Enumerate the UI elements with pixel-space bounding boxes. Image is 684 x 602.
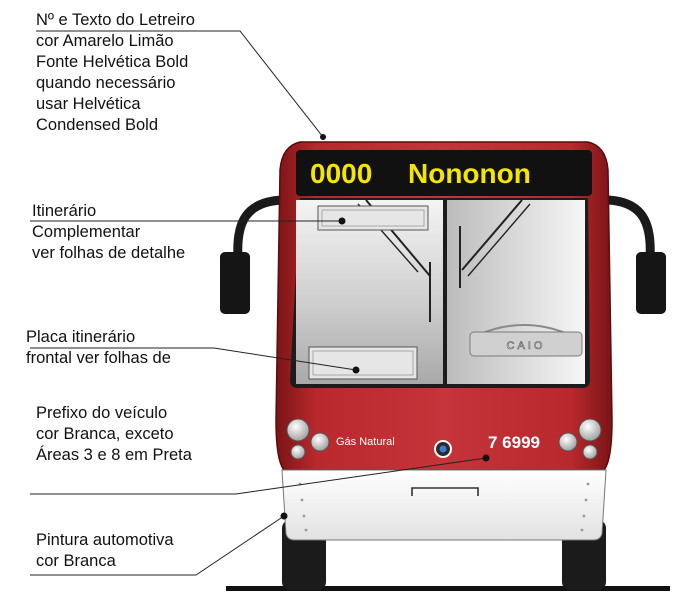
annotation-line: cor Branca xyxy=(36,552,116,570)
destination-text: Nononon xyxy=(408,158,531,189)
leader-paint xyxy=(30,515,285,576)
annotation-line: Pintura automotiva xyxy=(36,531,174,549)
left-mirror-arm xyxy=(233,195,287,263)
annotation-line: cor Branca, exceto xyxy=(36,425,174,443)
right-wiper xyxy=(461,199,523,271)
dashboard-console xyxy=(469,331,583,357)
bumper-rivets xyxy=(298,482,590,532)
annotation-line: Complementar xyxy=(32,223,141,241)
annotation-line: Itinerário xyxy=(32,202,97,220)
annotation-sign-spec: Nº e Texto do Letreiro cor Amarelo Limão… xyxy=(36,10,195,136)
annotation-line: quando necessário xyxy=(36,74,176,92)
fuel-label: Gás Natural xyxy=(336,436,395,448)
annotation-line: Fonte Helvética Bold xyxy=(36,53,189,71)
leader-vehicle-prefix xyxy=(30,457,487,495)
destination-number: 0000 xyxy=(310,158,372,189)
leader-lines xyxy=(30,30,490,576)
steering-wheel xyxy=(479,324,569,335)
right-mirror xyxy=(636,252,666,314)
annotation-line: usar Helvética xyxy=(36,95,141,113)
annotation-vehicle-prefix: Prefixo do veículo cor Branca, exceto Ár… xyxy=(36,403,192,466)
annotation-front-route-plate: Placa itinerário frontal ver folhas de xyxy=(26,327,171,369)
annotation-line: Áreas 3 e 8 em Preta xyxy=(36,446,192,464)
annotation-line: cor Amarelo Limão xyxy=(36,32,174,50)
bumper-handle xyxy=(411,487,479,496)
leader-front-route-plate xyxy=(30,347,357,371)
annotation-complementary-route: Itinerário Complementar ver folhas de de… xyxy=(32,201,185,264)
annotation-paint: Pintura automotiva cor Branca xyxy=(36,530,174,572)
destination-sign xyxy=(296,150,592,196)
front-bumper xyxy=(281,469,607,541)
annotation-line: Placa itinerário xyxy=(26,328,136,346)
steering-badge: CAIO xyxy=(507,340,546,352)
annotation-line: Nº e Texto do Letreiro xyxy=(36,11,195,29)
annotation-line: ver folhas de detalhe xyxy=(32,244,186,262)
ground-line xyxy=(226,586,670,591)
vehicle-prefix: 7 6999 xyxy=(488,433,540,452)
right-mirror-arm xyxy=(603,195,655,263)
left-mirror xyxy=(220,252,250,314)
right-wiper-shadow xyxy=(467,203,531,277)
annotation-line: Prefixo do veículo xyxy=(36,404,168,422)
left-headlights xyxy=(286,418,330,460)
annotation-line: frontal ver folhas de xyxy=(26,349,171,367)
right-headlights xyxy=(558,418,602,460)
annotation-line: Condensed Bold xyxy=(36,116,159,134)
leader-sign-spec xyxy=(36,30,324,138)
brand-logo xyxy=(434,440,452,458)
front-route-plate xyxy=(308,346,418,380)
